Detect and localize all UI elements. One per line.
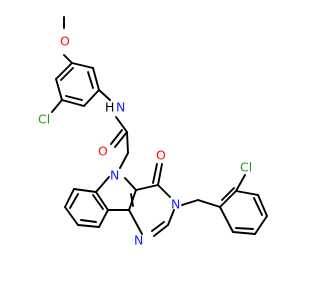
- bond-benzo-d: [77, 224, 100, 228]
- bond-benzo-b: [64, 188, 75, 208]
- molecule-svg: O Cl N H O N O N N Cl: [38, 16, 268, 248]
- bond-benzo-f-inner: [92, 194, 104, 210]
- bond-carbonyl-o-b: [110, 129, 123, 145]
- atom-label-n-pyrimidine-3: N: [171, 197, 180, 212]
- bond-benzo-d-inner: [80, 219, 97, 223]
- atom-label-o-methoxy: O: [60, 34, 70, 49]
- bond-pyr-a: [135, 184, 159, 191]
- bond-pyr-c: [167, 209, 175, 226]
- bond-ring-r-a-inner: [221, 187, 235, 201]
- bond-ring-b: [92, 67, 100, 91]
- atom-label-cl-right: Cl: [240, 160, 252, 175]
- amide-linker-bonds: [110, 116, 129, 169]
- chlorobenzyl-bonds: [181, 174, 268, 235]
- atom-label-n-indole: N: [110, 168, 119, 183]
- bond-ketone-a: [157, 163, 163, 186]
- bond-n-carbonyl: [115, 116, 128, 133]
- bond-ch2-ring: [197, 199, 221, 208]
- methoxyphenyl-ring-bonds: [51, 16, 111, 113]
- bond-ch2-n: [119, 152, 129, 169]
- bond-ring-c: [83, 89, 100, 107]
- atom-labels: O Cl N H O N O N N Cl: [38, 34, 252, 248]
- bond-ring-d: [61, 99, 85, 107]
- bond-indole-n-c7a: [95, 176, 110, 193]
- bond-pyr-d-inner: [151, 221, 165, 232]
- bond-pyr-e: [128, 209, 143, 235]
- bond-pyrrole-b-inner: [130, 193, 134, 207]
- bond-ring-cl: [235, 174, 246, 192]
- bond-pyrrole-c: [124, 177, 137, 191]
- bond-ring-r-e: [232, 231, 256, 235]
- bond-ring-r-c: [257, 194, 268, 217]
- bond-pyr-d: [153, 224, 169, 237]
- bond-ring-r-d: [254, 215, 268, 235]
- bond-ring-d-inner: [65, 95, 83, 101]
- atom-label-o-ketone: O: [156, 148, 166, 163]
- bond-carbonyl-o-a: [114, 131, 128, 148]
- molecule-structure-drawing: O Cl N H O N O N N Cl: [38, 16, 268, 248]
- fused-ring-bonds: [64, 163, 175, 237]
- bond-benzo-a: [73, 188, 97, 193]
- bond-ring-f: [55, 62, 73, 80]
- bond-ring-r-b: [235, 190, 259, 196]
- bond-ring-r-e-inner: [235, 227, 254, 230]
- bond-ketone-b: [152, 163, 158, 184]
- atom-label-o-amide: O: [98, 144, 108, 159]
- bond-ring-r-a: [219, 190, 237, 208]
- atom-label-n-pyrimidine-1: N: [134, 233, 143, 248]
- bond-ring-r-f: [219, 206, 234, 233]
- bond-ring-a: [71, 62, 94, 69]
- bond-ring-e: [55, 78, 63, 101]
- atom-label-h-amide: H: [105, 100, 114, 115]
- bond-benzo-b-inner: [69, 193, 79, 209]
- atom-label-cl-left: Cl: [38, 112, 50, 127]
- bond-ring-nh: [98, 89, 111, 101]
- bond-ring-f-inner: [60, 67, 74, 81]
- bond-benzo-e: [98, 209, 109, 228]
- bond-n-ch2: [181, 199, 199, 206]
- bond-pyr-b: [157, 184, 171, 198]
- bond-carbonyl-ch2: [126, 131, 129, 154]
- bond-ring-b-inner: [87, 71, 94, 89]
- atom-label-n-amide: N: [116, 100, 125, 115]
- bond-benzo-c: [64, 206, 79, 226]
- bond-ring-cl: [51, 99, 63, 113]
- bond-o-ring: [63, 54, 73, 64]
- bond-benzo-f: [95, 191, 109, 211]
- bond-ring-r-c-inner: [253, 197, 263, 216]
